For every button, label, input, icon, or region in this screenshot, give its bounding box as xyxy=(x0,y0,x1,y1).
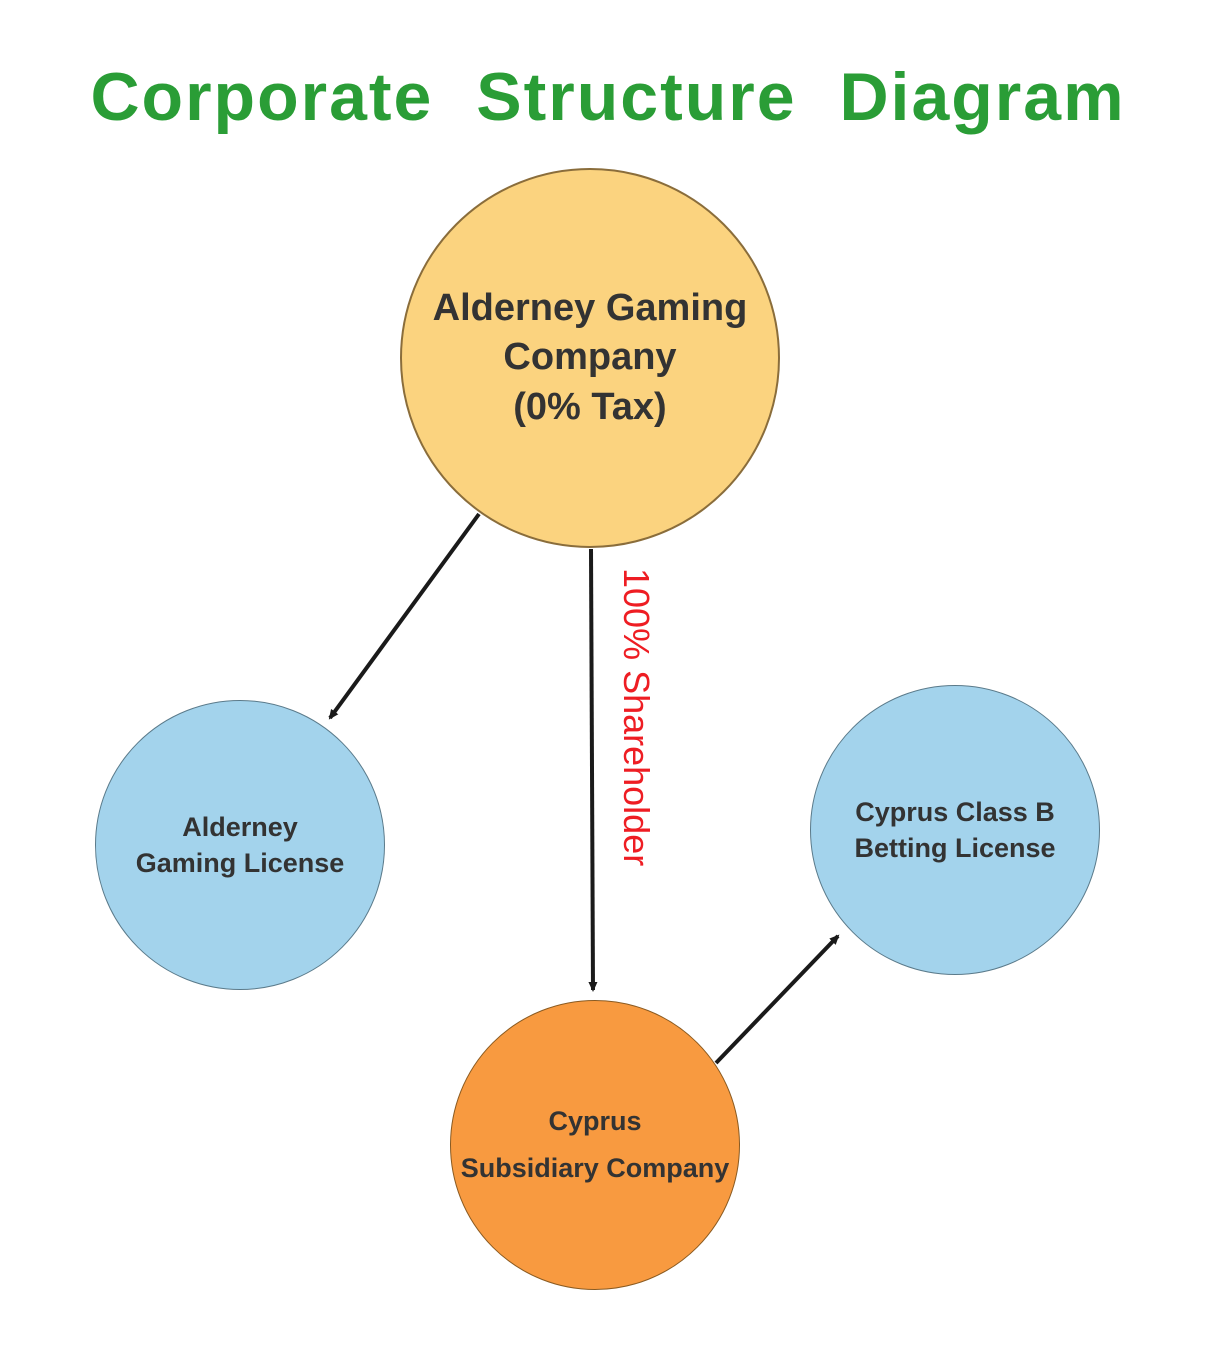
edge-parent-to-alderney-license xyxy=(328,512,481,720)
node-label-line: Alderney Gaming xyxy=(432,286,748,329)
node-label-line: Cyprus xyxy=(548,1106,642,1136)
edge-parent-to-subsidiary xyxy=(588,548,598,992)
node-alderney-gaming-license: Alderney Gaming License xyxy=(95,700,385,990)
node-label-line: Company xyxy=(503,336,677,379)
node-cyprus-class-b-betting-license: Cyprus Class B Betting License xyxy=(810,685,1100,975)
node-label-line: Gaming License xyxy=(135,848,345,878)
node-label-line: Alderney xyxy=(182,811,298,842)
node-alderney-gaming-company: Alderney Gaming Company (0% Tax) xyxy=(400,168,780,548)
edge-label-shareholder: 100% Shareholder xyxy=(616,568,657,867)
page-title: Corporate Structure Diagram xyxy=(90,59,1126,135)
node-cyprus-subsidiary-company: Cyprus Subsidiary Company xyxy=(450,1000,740,1290)
node-label-line: Cyprus Class B xyxy=(855,796,1055,827)
node-label-line: Subsidiary Company xyxy=(460,1153,730,1183)
node-label-line: Betting License xyxy=(854,833,1056,863)
node-label-line: (0% Tax) xyxy=(513,385,667,428)
edge-subsidiary-to-cyprus-license xyxy=(714,934,840,1065)
